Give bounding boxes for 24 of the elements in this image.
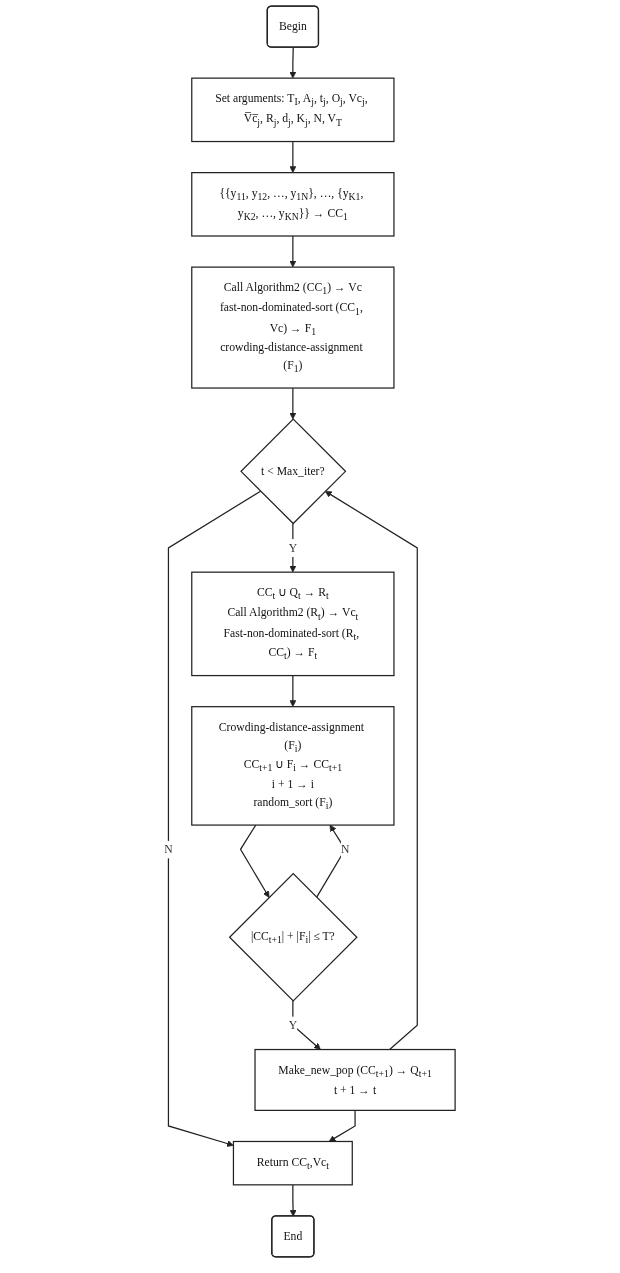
arrow [290, 1184, 297, 1217]
node-box: {{y$_{11}$, y$_{12}$, …, y$_{1N}$}, …, {y$_{K1}$, y$_{K2}$, …, y$_{KN}$}} → CC$_{1}$ [191, 172, 395, 237]
arrow [325, 490, 419, 1051]
arrow [292, 1000, 322, 1050]
arrow [168, 490, 262, 1147]
edge-label: Y [288, 541, 298, 554]
arrow [240, 824, 270, 898]
node-diamond: t < Max_iter? [240, 418, 347, 525]
edge-label: N [341, 842, 350, 856]
node-box: Return CC$_{t}$,Vc$_{t}$ [233, 1140, 354, 1186]
node-box: Call Algorithm2 (CC$_{1}$) → Vc fast-non-dominated-sort (CC$_{1}$, Vc) → F$_{1}$ crowding-distance-assignment (F$_{1}$) [191, 266, 395, 389]
node-box: Set arguments: T$_{I}$, A$_{j}$, t$_{j}$, O$_{j}$, Vc$_{j}$, V̅c̅$_{j}$, R$_{j}$, d$_{j}$, K$_{j}$, N, V$_{T}$ [191, 77, 395, 143]
edge-label: Y [288, 1018, 298, 1032]
edge-label: N [164, 842, 173, 856]
node-box: CC$_{t}$ ∪ Q$_{t}$ → R$_{t}$ Call Algorithm2 (R$_{t}$) → Vc$_{t}$ Fast-non-dominated-sort (R$_{t}$, CC$_{t}$) → F$_{t}$ [191, 571, 395, 677]
arrow [289, 46, 297, 79]
node-box: Crowding-distance-assignment (F$_{i}$) CC$_{t+1}$ ∪ F$_{i}$ → CC$_{t+1}$ i + 1 → i random_sort (F$_{i}$) [191, 706, 395, 826]
arrow [329, 1109, 356, 1142]
node-diamond: |CC$_{t+1}$| + |F$_{i}$| ≤ T? [229, 872, 359, 1002]
arrow [289, 674, 297, 707]
arrow [289, 140, 297, 173]
arrow [289, 387, 297, 420]
node-box: Make_new_pop (CC$_{t+1}$) → Q$_{t+1}$ t + 1 → t [254, 1048, 457, 1111]
arrow [289, 235, 297, 268]
